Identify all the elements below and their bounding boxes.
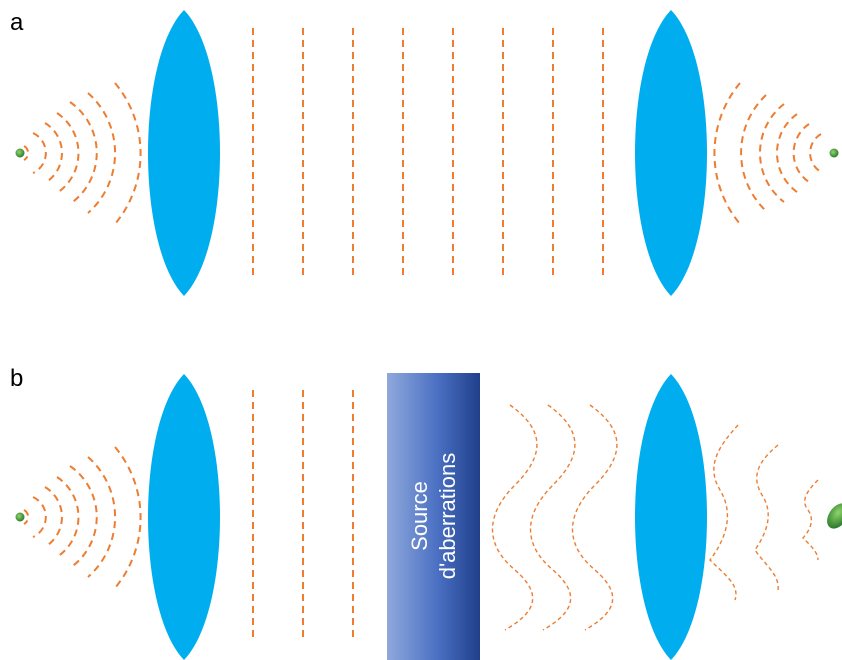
converging-wavefronts-a	[713, 82, 822, 225]
panel-a-label: a	[10, 9, 24, 36]
panel-b-label: b	[10, 365, 23, 392]
lens-right-a	[635, 10, 707, 296]
lens-left-a	[148, 10, 220, 296]
lens-right-b	[635, 374, 707, 660]
aberration-label-line1: Source	[407, 481, 432, 551]
point-source-b	[15, 512, 25, 522]
focus-point-a	[829, 148, 839, 158]
aberration-source-box: Source d'aberrations	[387, 373, 480, 660]
aberrated-wavefronts-b	[491, 404, 618, 631]
plane-wavefronts-a	[252, 28, 604, 275]
aberration-box-rect	[387, 373, 480, 660]
panel-b: b Source d'aberrations	[10, 365, 842, 660]
blurred-focus-b	[827, 503, 842, 529]
point-source-a	[15, 148, 25, 158]
aberrated-converging-wavefronts-b	[709, 424, 819, 601]
diverging-wavefronts-a	[23, 82, 142, 225]
panel-a: a	[10, 9, 839, 296]
lens-left-b	[148, 374, 220, 660]
diverging-wavefronts-b	[23, 446, 142, 589]
plane-wavefronts-b	[252, 390, 354, 640]
aberration-label-line2: d'aberrations	[435, 453, 460, 580]
